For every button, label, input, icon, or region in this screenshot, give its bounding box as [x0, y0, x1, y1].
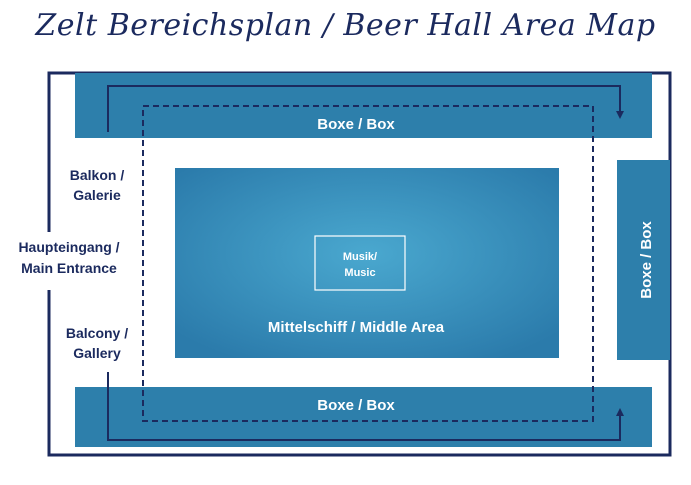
- balcony-label-line2: Gallery: [73, 345, 121, 361]
- box-right[interactable]: [617, 160, 670, 360]
- middle-area-label: Mittelschiff / Middle Area: [268, 319, 445, 336]
- balcony-outline: [142, 105, 594, 422]
- route-arrow-top: [107, 85, 624, 132]
- music-label-line2: Music: [344, 267, 375, 279]
- box-top-label: Boxe / Box: [317, 116, 395, 133]
- balkon-label-line1: Balkon /: [70, 167, 125, 183]
- box-right-label: Boxe / Box: [638, 221, 655, 299]
- middle-area[interactable]: [175, 168, 559, 358]
- box-bottom[interactable]: [75, 387, 652, 447]
- map-title: Zelt Bereichsplan / Beer Hall Area Map: [35, 8, 656, 43]
- box-bottom-label: Boxe / Box: [317, 397, 395, 414]
- balcony-label-line1: Balcony /: [66, 325, 128, 341]
- entrance-label-line2: Main Entrance: [21, 260, 117, 276]
- music-label-line1: Musik/: [343, 251, 377, 263]
- entrance-label-line1: Haupteingang /: [18, 239, 119, 255]
- balkon-label-line2: Galerie: [73, 187, 121, 203]
- music-stage[interactable]: [314, 235, 406, 291]
- route-arrow-bottom: [107, 372, 624, 441]
